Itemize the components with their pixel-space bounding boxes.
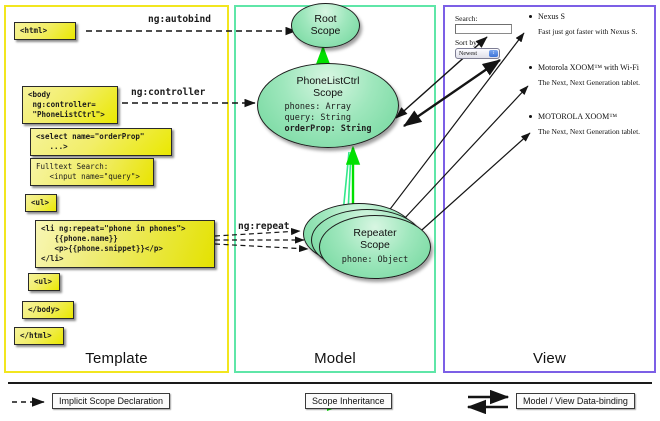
- phone-name: Nexus S: [538, 12, 565, 21]
- scope-prop-phone: phone: Object: [341, 254, 409, 265]
- scope-prop-query: query: String: [284, 113, 352, 124]
- legend-item-scope-inheritance: Scope Inheritance: [305, 393, 392, 409]
- code-box-html-close: </html>: [14, 327, 64, 345]
- list-item: MOTOROLA XOOM™ The Next, Next Generation…: [529, 112, 641, 136]
- edge-label-repeat: ng:repeat: [238, 221, 290, 232]
- phone-snippet: The Next, Next Generation tablet.: [538, 78, 641, 87]
- edge-bind-phone-3: [403, 132, 531, 247]
- phone-name: Motorola XOOM™ with Wi-Fi: [538, 63, 639, 72]
- scope-repeater-title: Repeater Scope: [353, 227, 397, 252]
- edge-label-autobind: ng:autobind: [148, 14, 211, 25]
- phone-snippet: The Next, Next Generation tablet.: [538, 127, 641, 136]
- code-box-html-open: <html>: [14, 22, 76, 40]
- edge-bind-phone-1: [377, 32, 525, 226]
- legend-divider: [8, 382, 652, 384]
- scope-repeater-props: phone: Object: [342, 255, 409, 266]
- legend-item-implicit-scope-declaration: Implicit Scope Declaration: [52, 393, 171, 409]
- scope-phonelistctrl: PhoneListCtrl Scope phones: Array query:…: [257, 63, 399, 148]
- panel-view-label: View: [532, 350, 567, 367]
- sort-by-select[interactable]: Newest ↕: [455, 48, 500, 59]
- list-item: Nexus S Fast just got faster with Nexus …: [529, 12, 638, 36]
- scope-root: Root Scope: [291, 3, 360, 48]
- edge-label-controller: ng:controller: [131, 87, 206, 98]
- code-box-ul-open: <ul>: [25, 194, 57, 212]
- code-box-body-open: <body ng:controller= "PhoneListCtrl">: [22, 86, 118, 124]
- edge-bind-orderprop: [403, 59, 501, 127]
- sort-by-selected-value: Newest: [459, 50, 477, 57]
- bullet-icon: [529, 14, 532, 18]
- view-search-label: Search:: [455, 14, 478, 23]
- edge-repeat-3: [214, 243, 309, 253]
- legend: Implicit Scope Declaration Scope Inherit…: [0, 380, 660, 421]
- edge-bind-phone-2: [389, 85, 529, 235]
- scope-root-title: Root Scope: [310, 12, 341, 37]
- code-box-body-close: </body>: [22, 301, 74, 319]
- code-box-fulltext: Fulltext Search: <input name="query">: [30, 158, 154, 186]
- chevron-updown-icon[interactable]: ↕: [489, 50, 498, 57]
- scope-prop-phones: phones: Array: [284, 102, 352, 113]
- bullet-icon: [529, 114, 532, 118]
- search-input[interactable]: [455, 24, 512, 34]
- scope-phonelistctrl-props: phones: Array query: String orderProp: S…: [285, 102, 372, 135]
- list-item: Motorola XOOM™ with Wi-Fi The Next, Next…: [529, 63, 641, 87]
- code-box-li-repeat: <li ng:repeat="phone in phones"> {{phone…: [35, 220, 215, 268]
- code-box-ul-close: <ul>: [28, 273, 60, 291]
- panel-template-label: Template: [85, 350, 148, 367]
- phone-name: MOTOROLA XOOM™: [538, 112, 618, 121]
- scope-prop-orderprop: orderProp: String: [284, 124, 372, 135]
- view-sort-label: Sort by:: [455, 38, 479, 47]
- scope-repeater: Repeater Scope phone: Object: [319, 215, 431, 279]
- code-box-select: <select name="orderProp" ...>: [30, 128, 172, 156]
- scope-phonelistctrl-title: PhoneListCtrl Scope: [296, 74, 360, 99]
- phone-snippet: Fast just got faster with Nexus S.: [538, 27, 638, 36]
- panel-model-label: Model: [314, 350, 356, 367]
- bullet-icon: [529, 65, 532, 69]
- edge-repeat-1: [214, 227, 301, 237]
- legend-item-data-binding: Model / View Data-binding: [516, 393, 635, 409]
